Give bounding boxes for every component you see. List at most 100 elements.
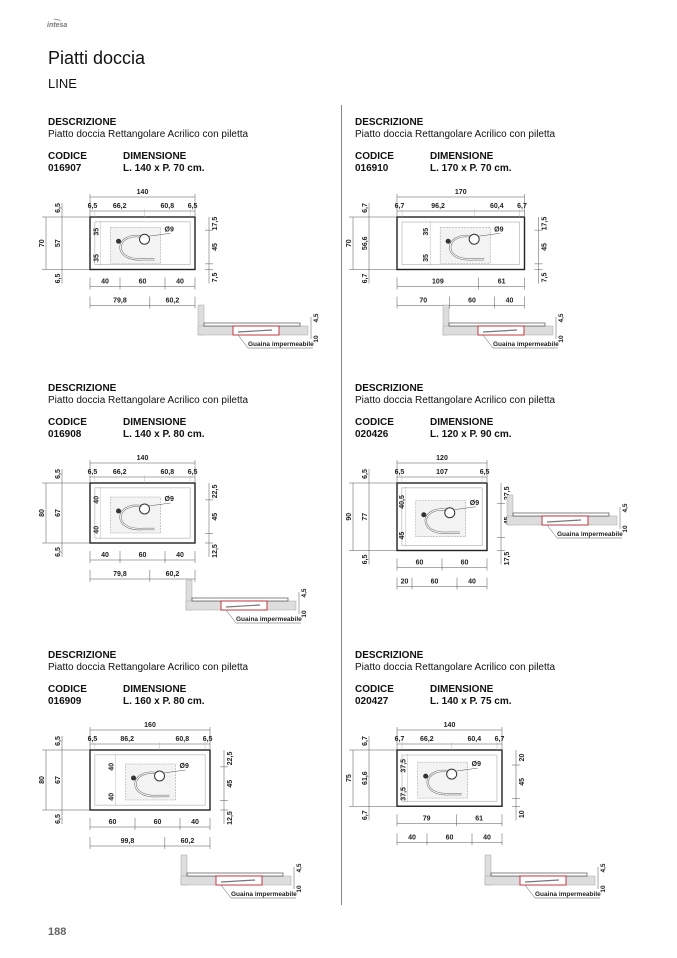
- membrane-label: Guaina impermeabile: [236, 616, 302, 623]
- product-dimension: L. 140 x P. 80 cm.: [123, 429, 205, 440]
- tray-inner-edge: [94, 754, 206, 806]
- section-height-label: 4,5: [313, 313, 320, 322]
- drain-diameter-label: Ø9: [494, 226, 503, 233]
- membrane-label: Guaina impermeabile: [231, 891, 297, 898]
- section-base-label: 10: [600, 885, 607, 893]
- left-dimension-label: 56,6: [362, 236, 369, 250]
- top-dimension-label: 6,5: [188, 203, 198, 210]
- top-dimension-label: 6,7: [395, 736, 405, 743]
- left-dimension-label: 6,5: [55, 736, 62, 746]
- drain-hose-inner: [120, 505, 155, 530]
- inner-dimension-label: 40: [109, 763, 116, 771]
- left-dimension-label: 6,5: [55, 814, 62, 824]
- section-height-label: 4,5: [600, 863, 607, 872]
- bottom-dimension-label: 40: [191, 819, 199, 826]
- bottom-dimension-label: 40: [408, 834, 416, 841]
- drain-icon: [446, 768, 458, 780]
- product-dimension: L. 120 x P. 90 cm.: [430, 429, 512, 440]
- section-drawing: Guaina impermeabile 4,5 10: [197, 304, 320, 349]
- section-base-label: 10: [622, 525, 629, 533]
- bottom-dimension-label: 60,2: [166, 571, 180, 578]
- valve-icon: [423, 773, 429, 779]
- membrane-label: Guaina impermeabile: [248, 341, 314, 348]
- drain-icon: [468, 233, 480, 245]
- bottom-dimension-label: 61: [475, 815, 483, 822]
- description-text: Piatto doccia Rettangolare Acrilico con …: [355, 662, 556, 673]
- product-dimension: L. 160 x P. 80 cm.: [123, 696, 205, 707]
- drain-icon: [444, 507, 456, 519]
- bottom-dimension-label: 20: [401, 579, 409, 586]
- width-total-label: 170: [455, 189, 467, 196]
- drain-hose-inner: [425, 509, 460, 534]
- inner-dimension-label: 40: [109, 793, 116, 801]
- product-dimension: L. 140 x P. 70 cm.: [123, 163, 205, 174]
- description-text: Piatto doccia Rettangolare Acrilico con …: [48, 395, 249, 406]
- right-dimension-label: 20: [519, 754, 526, 762]
- section-height-label: 4,5: [301, 588, 308, 597]
- description-label: DESCRIZIONE: [355, 650, 424, 661]
- depth-total-label: 80: [39, 776, 46, 784]
- right-dimension-label: 17,5: [542, 217, 549, 231]
- right-dimension-label: 7,5: [542, 273, 549, 283]
- depth-total-label: 70: [39, 239, 46, 247]
- bottom-dimension-label: 40: [506, 298, 514, 305]
- bottom-dimension-label: 60: [416, 560, 424, 567]
- top-dimension-label: 6,7: [395, 203, 405, 210]
- drain-icon: [154, 770, 166, 782]
- dimension-label: DIMENSIONE: [123, 151, 187, 162]
- bottom-dimension-label: 70: [419, 298, 427, 305]
- top-dimension-label: 60,8: [161, 203, 175, 210]
- product-block: DESCRIZIONE Piatto doccia Rettangolare A…: [346, 383, 655, 643]
- top-dimension-label: 60,8: [176, 736, 190, 743]
- bottom-dimension-label: 40: [483, 834, 491, 841]
- depth-total-label: 80: [39, 509, 46, 517]
- bottom-dimension-label: 60: [431, 579, 439, 586]
- valve-icon: [116, 238, 122, 244]
- product-code: 016910: [355, 163, 389, 174]
- top-dimension-label: 6,5: [480, 469, 490, 476]
- bottom-dimension-label: 40: [101, 552, 109, 559]
- dimension-label: DIMENSIONE: [430, 417, 494, 428]
- right-dimension-label: 22,5: [227, 752, 234, 766]
- section-base-label: 10: [558, 335, 565, 343]
- dimension-line: [220, 879, 256, 883]
- product-block: DESCRIZIONE Piatto doccia Rettangolare A…: [39, 650, 348, 910]
- section-base-label: 10: [313, 335, 320, 343]
- dimension-line: [220, 884, 232, 899]
- tray-profile: [186, 872, 284, 877]
- description-text: Piatto doccia Rettangolare Acrilico con …: [48, 129, 249, 140]
- product-code: 016908: [48, 429, 82, 440]
- depth-total-label: 90: [346, 513, 353, 521]
- dimension-line: [524, 879, 560, 883]
- bottom-dimension-label: 60: [154, 819, 162, 826]
- valve-icon: [445, 238, 451, 244]
- top-dimension-label: 60,8: [161, 469, 175, 476]
- inner-dimension-label: 37,5: [401, 787, 408, 801]
- top-dimension-label: 60,4: [490, 203, 504, 210]
- bottom-dimension-label: 79,8: [113, 298, 127, 305]
- product-code: 020426: [355, 429, 389, 440]
- top-dimension-label: 6,5: [88, 203, 98, 210]
- tray-profile: [448, 322, 546, 327]
- product-block: DESCRIZIONE Piatto doccia Rettangolare A…: [346, 117, 655, 377]
- top-dimension-label: 66,2: [113, 469, 127, 476]
- tray-profile: [512, 512, 610, 517]
- right-dimension-label: 45: [519, 778, 526, 786]
- page-number: 188: [48, 926, 67, 938]
- dimension-line: [148, 502, 171, 507]
- brand-logo: intesa: [47, 22, 68, 29]
- right-dimension-label: 45: [212, 243, 219, 251]
- drain-area: [417, 761, 468, 799]
- bottom-dimension-label: 40: [101, 279, 109, 286]
- left-dimension-label: 77: [362, 513, 369, 521]
- code-label: CODICE: [48, 151, 87, 162]
- top-dimension-label: 107: [436, 469, 448, 476]
- right-dimension-label: 17,5: [212, 217, 219, 231]
- section-base-label: 10: [296, 885, 303, 893]
- tray-profile: [490, 872, 588, 877]
